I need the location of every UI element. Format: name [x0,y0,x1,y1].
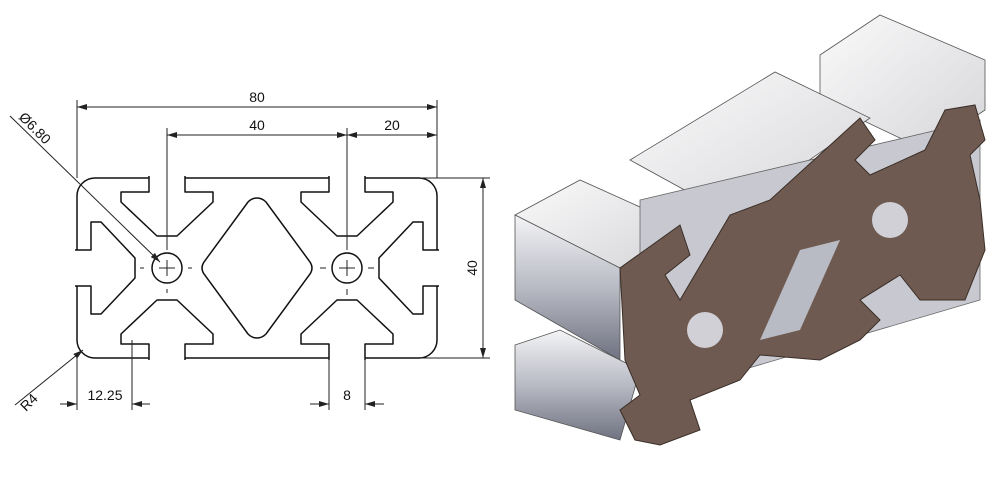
dim-40-label: 40 [249,117,265,133]
dimension-center-spacing: 40 [166,117,348,250]
dimension-slot-offset: 12.25 [60,340,150,410]
dimension-edge-to-center: 20 [347,117,437,138]
dim-12-25-label: 12.25 [87,387,122,403]
dim-height-label: 40 [464,260,480,276]
dimension-slot-width: 8 [310,358,384,410]
dim-20-label: 20 [384,117,400,133]
center-cavity [201,197,313,339]
t-slot-bottom-left [120,299,214,360]
dim-radius-label: R4 [17,390,41,414]
dim-8-label: 8 [343,387,351,403]
dimension-corner-radius: R4 [14,349,84,414]
t-slot-right [378,221,439,315]
t-slot-bottom-right [300,299,394,360]
dimension-overall-width: 80 [76,89,438,178]
t-slot-left [75,221,136,315]
bore-right [320,241,374,295]
dim-80-label: 80 [249,89,265,105]
profile-3d-render [514,14,986,446]
profile-cross-section [75,176,439,360]
dimension-height: 40 [420,177,490,359]
